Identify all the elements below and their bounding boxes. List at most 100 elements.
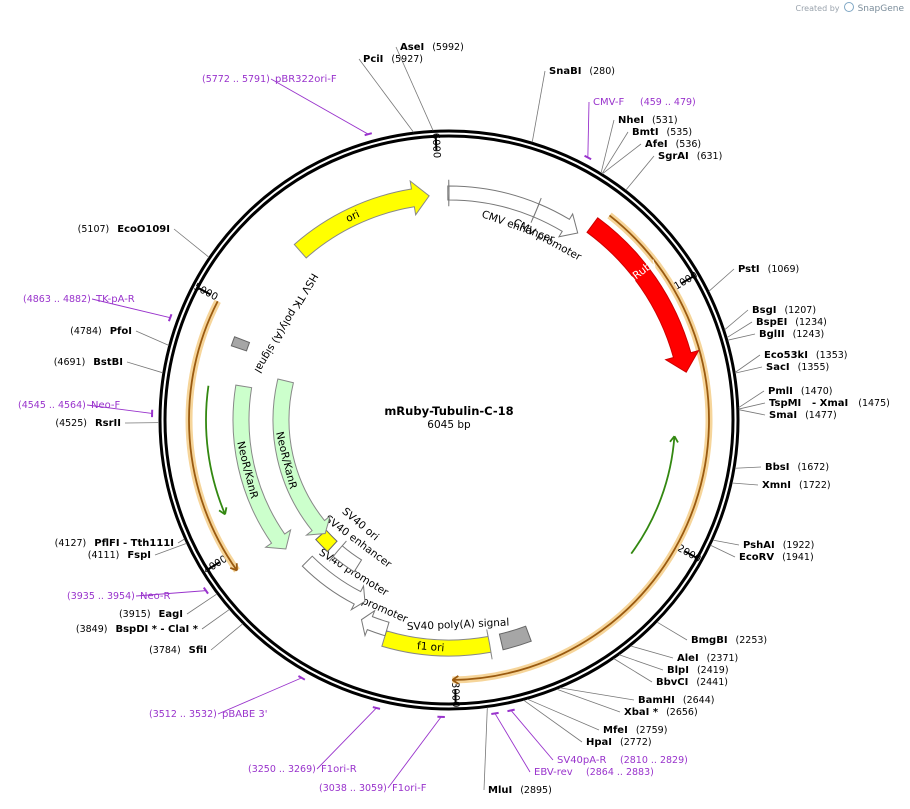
site-leader: [732, 482, 759, 486]
site-name: XmnI: [762, 480, 791, 491]
feature-label: NeoR/KanR: [234, 440, 260, 500]
primer-leader: [86, 404, 153, 414]
site-position: (2656): [666, 707, 698, 718]
feature-label: HSV TK poly(A) signal: [251, 271, 319, 375]
site-position: (2441): [696, 677, 728, 688]
site-leader: [126, 361, 163, 374]
feature-arrow: [272, 378, 332, 536]
primer-mark: [507, 708, 515, 713]
site-name: TspMI: [769, 398, 801, 409]
site-name: BbvCI: [656, 677, 688, 688]
feature-arrow: [293, 179, 430, 259]
feature-label: f1 ori: [417, 640, 445, 654]
primer-range: (4863 .. 4882): [23, 294, 91, 305]
primer-leader: [494, 713, 531, 773]
feature-arrow: [232, 384, 292, 550]
site-position: (1353): [816, 350, 848, 361]
site-leader: [734, 466, 762, 469]
site-leader: [601, 131, 629, 174]
site-leader: [708, 268, 735, 292]
site-leader: [625, 155, 655, 191]
site-leader: [726, 321, 753, 338]
snapgene-logo-icon: [844, 2, 855, 12]
tick-label: 5000: [192, 282, 220, 304]
site-position: (3784): [149, 645, 181, 656]
primer-name: Neo-R: [140, 591, 171, 602]
site-name: FspI: [127, 550, 151, 561]
orf-line: [205, 385, 226, 515]
feature-arrow: [532, 203, 579, 238]
site-name: BmgBI: [691, 635, 728, 646]
site-position: (5927): [391, 54, 423, 65]
site-position: (4127): [55, 538, 87, 549]
primer-range: (2810 .. 2829): [620, 755, 688, 766]
site-position: (280): [589, 66, 615, 77]
site-name: BstBI: [93, 357, 123, 368]
primer-leader: [91, 298, 171, 319]
site-leader: [735, 366, 763, 374]
site-name: BglII: [759, 329, 785, 340]
site-position: (2644): [683, 695, 715, 706]
site-position: (1207): [784, 305, 816, 316]
primer-mark: [202, 586, 209, 595]
site-position: (531): [652, 115, 678, 126]
orf-arrow: [218, 507, 228, 516]
site-name: BamHI: [638, 695, 675, 706]
credit-brand: SnapGene: [857, 4, 904, 14]
primer-name: F1ori-F: [392, 783, 427, 794]
site-position: (1477): [805, 410, 837, 421]
site-position: (5992): [432, 42, 464, 53]
site-name: BspEI: [756, 317, 787, 328]
site-name: AfeI: [645, 139, 668, 150]
tick-mark: [681, 275, 695, 285]
site-leader: [710, 544, 736, 558]
site-name: HpaI: [586, 737, 612, 748]
site-name: SacI: [766, 362, 790, 373]
site-position: (2419): [697, 665, 729, 676]
site-position: (631): [697, 151, 723, 162]
site-name: NheI: [618, 115, 644, 126]
site-name: PshAI: [743, 540, 775, 551]
primer-mark: [297, 675, 306, 681]
site-name: Eco53kI: [764, 350, 808, 361]
primer-name: F1ori-R: [321, 764, 357, 775]
site-leader: [600, 119, 615, 174]
orf-arcs: [185, 212, 713, 685]
tick-label: 6000: [430, 133, 442, 159]
feature-arrow: [586, 217, 700, 373]
feature-label: NeoR/KanR: [273, 430, 299, 490]
site-leader: [173, 228, 210, 258]
site-leader: [727, 333, 756, 341]
primer-mark: [372, 706, 381, 710]
site-leader: [201, 609, 230, 630]
site-name: XbaI *: [624, 707, 659, 718]
site-leader: [527, 698, 600, 731]
site-position: (2253): [736, 635, 768, 646]
orf-arrow: [451, 675, 459, 685]
site-position: (3849): [76, 624, 108, 635]
site-position: (4784): [70, 326, 102, 337]
site-name: SfiI: [189, 645, 207, 656]
site-position: (2772): [620, 737, 652, 748]
orf-arrow: [229, 563, 238, 572]
primer-name: EBV-rev: [534, 767, 573, 778]
site-leader: [210, 623, 243, 651]
site-name: - XmaI: [812, 398, 848, 409]
tick-mark: [207, 561, 221, 571]
site-position: (1470): [801, 386, 833, 397]
site-leader: [656, 621, 688, 641]
site-name: AseI: [400, 42, 424, 53]
site-leader: [613, 658, 653, 683]
site-name: SgrAI: [658, 151, 689, 162]
site-name: MfeI: [603, 725, 628, 736]
credit-prefix: Created by: [795, 4, 840, 13]
site-position: (5107): [78, 224, 110, 235]
feature-arrow: [381, 629, 493, 660]
feature-box: [498, 625, 532, 651]
restriction-sites: AseI(5992)PciI(5927)SnaBI(280)NheI(531)B…: [54, 42, 890, 796]
primer-leader: [270, 78, 369, 135]
plasmid-name: mRuby-Tubulin-C-18: [384, 404, 513, 418]
site-position: (536): [676, 139, 702, 150]
site-name: AleI: [677, 653, 699, 664]
